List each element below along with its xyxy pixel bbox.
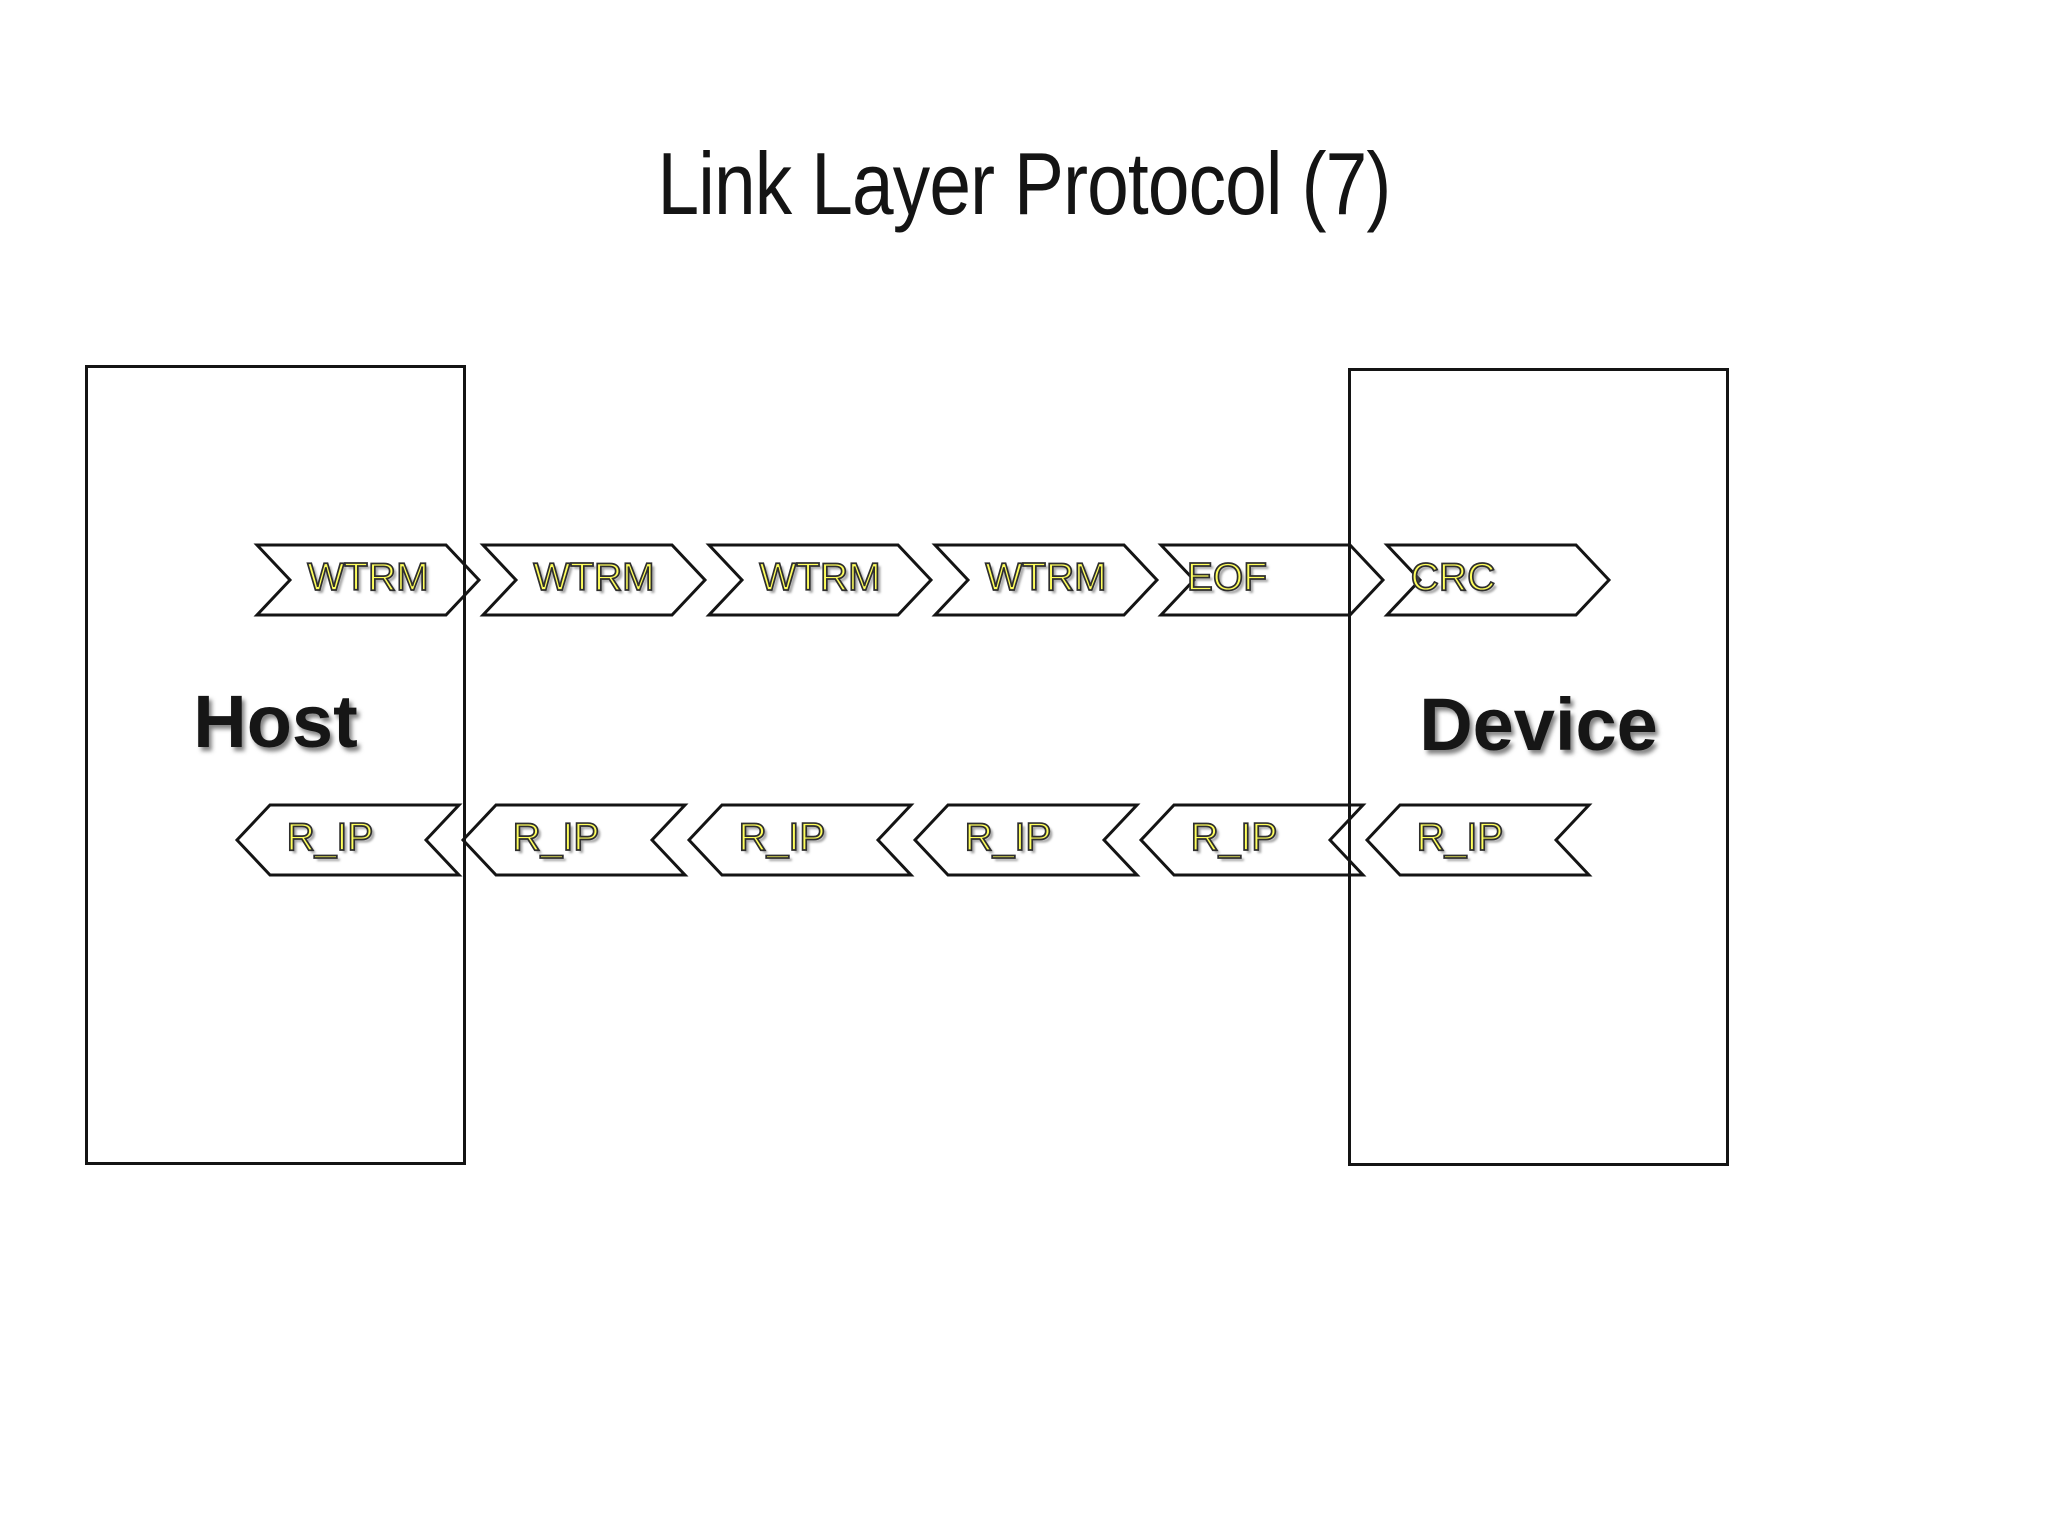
frame-label: EOF	[1186, 556, 1268, 599]
slide-title: Link Layer Protocol (7)	[657, 134, 1392, 233]
frame-r-ip-2: R_IP	[460, 803, 689, 877]
device-box: Device	[1348, 368, 1729, 1166]
device-label: Device	[1419, 683, 1658, 766]
host-label: Host	[193, 680, 358, 763]
frame-wtrm-4: WTRM	[931, 543, 1160, 617]
host-box: Host	[85, 365, 466, 1165]
frame-wtrm-1: WTRM	[253, 543, 482, 617]
frame-label: WTRM	[532, 556, 655, 599]
chevron-right-shape	[931, 543, 1160, 617]
chevron-right-shape	[705, 543, 934, 617]
frame-label: R_IP	[1416, 816, 1504, 859]
frame-label: R_IP	[286, 816, 374, 859]
frame-eof-5: EOF	[1157, 543, 1386, 617]
frame-wtrm-2: WTRM	[479, 543, 708, 617]
chevron-right-shape	[1383, 543, 1612, 617]
frame-r-ip-5: R_IP	[1138, 803, 1367, 877]
frame-r-ip-1: R_IP	[234, 803, 463, 877]
frame-label: R_IP	[512, 816, 600, 859]
frame-label: R_IP	[964, 816, 1052, 859]
frame-wtrm-3: WTRM	[705, 543, 934, 617]
frame-r-ip-4: R_IP	[912, 803, 1141, 877]
chevron-left-shape	[1138, 803, 1367, 877]
frame-r-ip-6: R_IP	[1364, 803, 1593, 877]
chevron-left-shape	[1364, 803, 1593, 877]
frame-r-ip-3: R_IP	[686, 803, 915, 877]
frame-label: WTRM	[758, 556, 881, 599]
chevron-left-shape	[460, 803, 689, 877]
frame-label: WTRM	[984, 556, 1107, 599]
chevron-left-shape	[686, 803, 915, 877]
chevron-left-shape	[234, 803, 463, 877]
chevron-right-shape	[253, 543, 482, 617]
chevron-left-shape	[912, 803, 1141, 877]
frame-label: R_IP	[1190, 816, 1278, 859]
frame-label: R_IP	[738, 816, 826, 859]
frame-label: WTRM	[306, 556, 429, 599]
frame-label: CRC	[1410, 556, 1496, 599]
chevron-right-shape	[479, 543, 708, 617]
frame-crc-6: CRC	[1383, 543, 1612, 617]
